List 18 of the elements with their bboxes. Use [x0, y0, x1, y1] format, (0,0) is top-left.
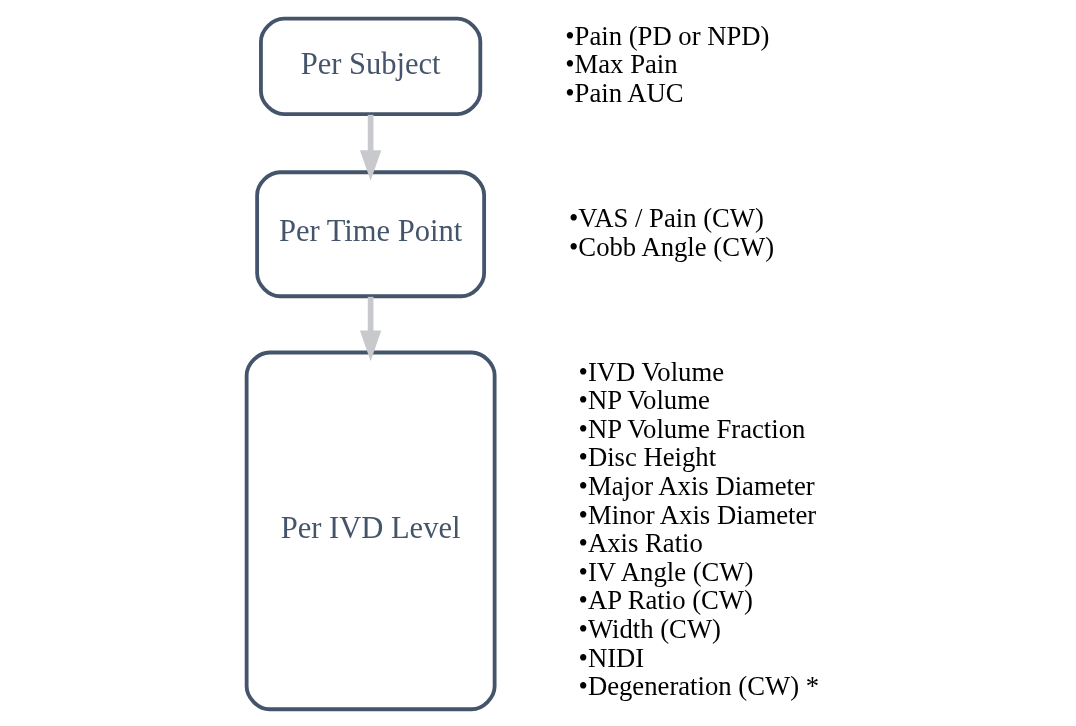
node-label: •Pain (PD or NPD)	[564, 20, 770, 51]
node-box: Per IVD Level	[244, 350, 497, 712]
node-box: Per Time Point	[254, 170, 486, 299]
node-label: •NIDI	[578, 642, 644, 673]
arrow	[359, 114, 381, 181]
node-label: •Axis Ratio	[578, 528, 703, 559]
node-label: •IVD Volume	[578, 356, 724, 387]
node-label: •Pain AUC	[564, 78, 684, 109]
node-label: •NP Volume Fraction	[578, 413, 805, 444]
node-label: •NP Volume	[578, 385, 710, 416]
node-label: •IV Angle (CW)	[578, 556, 753, 587]
node-label: •Disc Height	[578, 442, 716, 473]
node-label: •VAS / Pain (CW)	[568, 202, 764, 233]
arrow	[359, 296, 381, 362]
node-label: •Degeneration (CW) *	[578, 671, 819, 702]
node-label: •Width (CW)	[578, 614, 721, 645]
node-label: •Major Axis Diameter	[578, 471, 815, 502]
node-box: Per Subject	[258, 16, 482, 116]
